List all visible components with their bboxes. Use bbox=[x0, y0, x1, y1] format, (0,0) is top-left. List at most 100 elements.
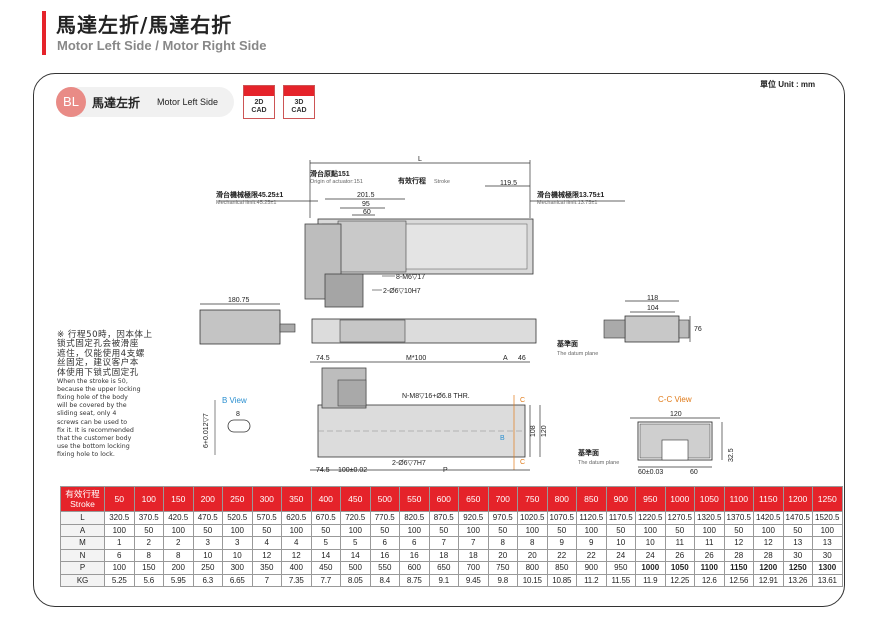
table-cell: 1320.5 bbox=[694, 511, 725, 525]
table-cell: 1470.5 bbox=[782, 511, 813, 525]
note-zh-4: 丝固定，建议客户本 bbox=[57, 358, 139, 369]
dim-46: 46 bbox=[518, 355, 526, 362]
table-cell: 12.25 bbox=[664, 573, 695, 587]
table-cell: 1120.5 bbox=[576, 511, 607, 525]
table-cell: 320.5 bbox=[104, 511, 135, 525]
table-cell: 1520.5 bbox=[812, 511, 843, 525]
table-cell: 350 bbox=[251, 561, 282, 575]
stroke-header-en: Stroke bbox=[70, 499, 95, 509]
table-cell: 30 bbox=[782, 548, 813, 562]
dim-201-5: 201.5 bbox=[357, 192, 375, 199]
note-en-10: fixing hole to lock. bbox=[57, 450, 115, 458]
stroke-cell: 100 bbox=[133, 486, 164, 512]
row-label: KG bbox=[60, 573, 105, 587]
dim-32-5: 32.5 bbox=[728, 448, 735, 462]
table-cell: 20 bbox=[487, 548, 518, 562]
table-cell: 26 bbox=[694, 548, 725, 562]
technical-drawing: L 滑台原點151 Origin of actuator:151 有效行程 St… bbox=[199, 156, 735, 476]
table-cell: 26 bbox=[664, 548, 695, 562]
row-label: P bbox=[60, 561, 105, 575]
dim-74-5: 74.5 bbox=[316, 355, 330, 362]
dim-60: 60 bbox=[363, 209, 371, 216]
table-cell: 20 bbox=[517, 548, 548, 562]
stroke-cell: 400 bbox=[310, 486, 341, 512]
table-cell: 920.5 bbox=[458, 511, 489, 525]
dim-76: 76 bbox=[694, 326, 702, 333]
table-cell: 50 bbox=[487, 523, 518, 537]
table-cell: 7 bbox=[458, 536, 489, 550]
stroke-cell: 800 bbox=[546, 486, 577, 512]
dim-118: 118 bbox=[647, 295, 658, 302]
cad-3d-icon bbox=[284, 86, 314, 96]
b-view-label: B View bbox=[222, 396, 247, 405]
stroke-cell: 1050 bbox=[694, 486, 725, 512]
dim-60-c: 60 bbox=[690, 469, 698, 476]
table-cell: 10 bbox=[192, 548, 223, 562]
dim-B: B bbox=[500, 435, 505, 442]
table-cell: 9.8 bbox=[487, 573, 518, 587]
datum2-zh: 基準面 bbox=[577, 448, 599, 457]
table-cell: 12 bbox=[281, 548, 312, 562]
table-cell: 6.65 bbox=[222, 573, 253, 587]
table-cell: 650 bbox=[428, 561, 459, 575]
table-cell: 50 bbox=[605, 523, 636, 537]
table-cell: 50 bbox=[782, 523, 813, 537]
table-cell: 1070.5 bbox=[546, 511, 577, 525]
table-cell: 3 bbox=[192, 536, 223, 550]
table-cell: 670.5 bbox=[310, 511, 341, 525]
table-cell: 50 bbox=[251, 523, 282, 537]
table-cell: 8.4 bbox=[369, 573, 400, 587]
stroke-cell: 900 bbox=[605, 486, 636, 512]
table-cell: 700 bbox=[458, 561, 489, 575]
dim-180-75: 180.75 bbox=[228, 297, 250, 304]
stroke-cell: 1150 bbox=[753, 486, 784, 512]
table-cell: 1000 bbox=[635, 561, 666, 575]
table-cell: 5.6 bbox=[133, 573, 164, 587]
table-cell: 6 bbox=[369, 536, 400, 550]
dim-mech-left-en: Mechanical limit:45.25±1 bbox=[216, 200, 277, 206]
dim-P: P bbox=[443, 467, 448, 474]
table-cell: 1220.5 bbox=[635, 511, 666, 525]
table-cell: 1150 bbox=[723, 561, 754, 575]
dim-b-tol: 6+0.012▽7 bbox=[203, 413, 210, 448]
table-cell: 500 bbox=[340, 561, 371, 575]
table-cell: 970.5 bbox=[487, 511, 518, 525]
cad-3d-label-sub: CAD bbox=[291, 107, 307, 114]
table-cell: 14 bbox=[310, 548, 341, 562]
table-cell: 1 bbox=[104, 536, 135, 550]
table-cell: 1370.5 bbox=[723, 511, 754, 525]
table-cell: 770.5 bbox=[369, 511, 400, 525]
table-cell: 10 bbox=[635, 536, 666, 550]
table-cell: 16 bbox=[399, 548, 430, 562]
stroke-cell: 700 bbox=[487, 486, 518, 512]
stroke-cell: 450 bbox=[340, 486, 371, 512]
dim-mech-right-en: Mechanical limit:13.75±1 bbox=[537, 200, 598, 206]
table-cell: 400 bbox=[281, 561, 312, 575]
row-label: M bbox=[60, 536, 105, 550]
table-cell: 13 bbox=[782, 536, 813, 550]
table-cell: 1170.5 bbox=[605, 511, 636, 525]
table-cell: 50 bbox=[133, 523, 164, 537]
table-cell: 12.6 bbox=[694, 573, 725, 587]
table-cell: 620.5 bbox=[281, 511, 312, 525]
table-cell: 14 bbox=[340, 548, 371, 562]
dim-stroke-en: Stroke bbox=[434, 179, 450, 185]
table-cell: 50 bbox=[664, 523, 695, 537]
table-cell: 6 bbox=[399, 536, 430, 550]
table-cell: 870.5 bbox=[428, 511, 459, 525]
cad-3d-button[interactable]: 3D CAD bbox=[283, 85, 315, 119]
table-cell: 150 bbox=[133, 561, 164, 575]
table-cell: 10.85 bbox=[546, 573, 577, 587]
table-cell: 7 bbox=[428, 536, 459, 550]
stroke-cell: 200 bbox=[192, 486, 223, 512]
table-cell: 11.2 bbox=[576, 573, 607, 587]
dim-120: 120 bbox=[541, 425, 548, 437]
table-cell: 13.26 bbox=[782, 573, 813, 587]
table-cell: 1420.5 bbox=[753, 511, 784, 525]
dim-n-m8: N-M8▽16+Ø6.8 THR. bbox=[402, 393, 470, 400]
note-en-5: sliding seat, only 4 bbox=[57, 410, 117, 418]
table-cell: 28 bbox=[723, 548, 754, 562]
table-cell: 13 bbox=[812, 536, 843, 550]
cad-2d-button[interactable]: 2D CAD bbox=[243, 85, 275, 119]
